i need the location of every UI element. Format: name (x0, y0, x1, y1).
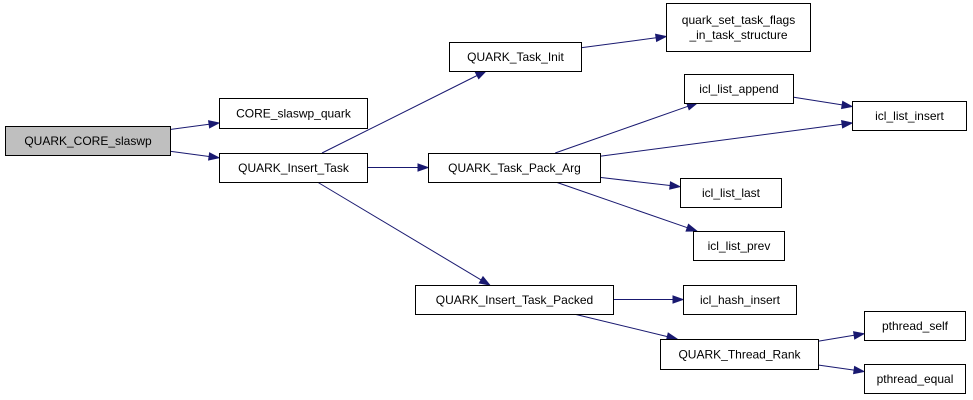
node-label: QUARK_CORE_slaswp (24, 134, 152, 148)
edge-icl_list_append-to-icl_list_insert (792, 96, 854, 110)
edge-line (317, 181, 482, 281)
node-label: icl_list_prev (708, 239, 771, 253)
node-label: QUARK_Task_Pack_Arg (448, 161, 581, 175)
edge-line (169, 150, 210, 157)
edge-arrowhead (672, 295, 685, 304)
edge-line (555, 181, 688, 229)
node-icl-list-last[interactable]: icl_list_last (680, 178, 782, 208)
edge-line (817, 364, 855, 371)
node-box[interactable] (864, 311, 966, 341)
edge-quark_core_slaswp-to-quark_insert_task (169, 150, 221, 161)
edge-quark_task_pack_arg-to-icl_list_append (555, 102, 699, 154)
node-box[interactable] (684, 74, 794, 104)
edge-line (599, 123, 843, 157)
edge-quark_thread_rank-to-pthread_self (817, 331, 866, 342)
edge-line (580, 37, 657, 49)
edge-arrowhead (853, 365, 866, 375)
node-quark-thread-rank[interactable]: QUARK_Thread_Rank (660, 339, 819, 370)
edge-quark_task_init-to-quark_set_task_flags (580, 33, 668, 49)
edge-quark_task_pack_arg-to-icl_list_prev (555, 181, 699, 232)
node-icl-list-prev[interactable]: icl_list_prev (693, 231, 785, 261)
node-label: icl_list_append (699, 82, 778, 96)
node-quark-insert-task-packed[interactable]: QUARK_Insert_Task_Packed (415, 285, 614, 315)
edge-line (321, 75, 478, 154)
edge-quark_insert_task_packed-to-icl_hash_insert (613, 295, 685, 304)
node-quark-insert-task[interactable]: QUARK_Insert_Task (219, 153, 368, 183)
edge-arrowhead (655, 33, 668, 43)
node-pthread-equal[interactable]: pthread_equal (864, 364, 966, 394)
node-label: icl_hash_insert (700, 293, 781, 307)
node-quark-core-slaswp[interactable]: QUARK_CORE_slaswp (5, 126, 171, 156)
node-icl-list-append[interactable]: icl_list_append (684, 74, 794, 104)
node-core-slaswp-quark[interactable]: CORE_slaswp_quark (219, 98, 368, 129)
edge-line (169, 123, 210, 130)
edge-arrowhead (669, 181, 682, 190)
node-box[interactable] (428, 153, 601, 183)
edge-arrowhead (478, 275, 491, 286)
node-box[interactable] (5, 126, 171, 156)
edge-line (792, 96, 843, 106)
node-icl-list-insert[interactable]: icl_list_insert (852, 101, 967, 131)
edge-quark_task_pack_arg-to-icl_list_insert (599, 120, 854, 157)
node-label: icl_list_last (702, 186, 761, 200)
edge-quark_insert_task_packed-to-quark_thread_rank (573, 313, 679, 341)
edge-quark_insert_task-to-quark_task_pack_arg (367, 163, 430, 172)
node-quark-set-task-flags[interactable]: quark_set_task_flags_in_task_structure (666, 3, 811, 52)
node-label: pthread_equal (877, 372, 954, 386)
edge-arrowhead (840, 100, 854, 110)
edge-arrowhead (417, 163, 430, 172)
node-box[interactable] (415, 285, 614, 315)
node-box[interactable] (666, 3, 811, 52)
edge-arrowhead (852, 331, 866, 340)
node-box[interactable] (852, 101, 967, 131)
edge-line (817, 334, 855, 342)
edge-line (599, 176, 671, 186)
edge-arrowhead (685, 223, 699, 232)
node-box[interactable] (864, 364, 966, 394)
edge-arrowhead (474, 70, 488, 80)
node-label: CORE_slaswp_quark (236, 107, 352, 121)
node-label: QUARK_Insert_Task (238, 161, 350, 175)
node-box[interactable] (660, 339, 819, 370)
node-box[interactable] (219, 98, 368, 129)
edge-quark_task_pack_arg-to-icl_list_last (599, 176, 682, 190)
node-box[interactable] (219, 153, 368, 183)
nodes-layer: QUARK_CORE_slaswpCORE_slaswp_quarkQUARK_… (5, 3, 967, 394)
node-quark-task-pack-arg[interactable]: QUARK_Task_Pack_Arg (428, 153, 601, 183)
node-label: quark_set_task_flags (682, 13, 795, 27)
node-label: QUARK_Thread_Rank (678, 348, 801, 362)
edge-quark_core_slaswp-to-core_slaswp_quark (169, 120, 221, 130)
edge-quark_insert_task-to-quark_insert_task_packed (317, 181, 491, 286)
node-box[interactable] (693, 231, 785, 261)
edge-quark_thread_rank-to-pthread_equal (817, 364, 866, 375)
node-box[interactable] (680, 178, 782, 208)
node-quark-task-init[interactable]: QUARK_Task_Init (449, 42, 582, 72)
node-label: pthread_self (882, 319, 949, 333)
node-box[interactable] (449, 42, 582, 72)
node-box[interactable] (683, 285, 797, 315)
node-icl-hash-insert[interactable]: icl_hash_insert (683, 285, 797, 315)
edge-arrowhead (208, 152, 221, 161)
node-label: QUARK_Task_Init (467, 50, 564, 64)
edge-line (573, 313, 668, 338)
edge-line (555, 105, 689, 154)
node-label: icl_list_insert (875, 109, 944, 123)
node-pthread-self[interactable]: pthread_self (864, 311, 966, 341)
node-label: _in_task_structure (688, 28, 787, 42)
edge-arrowhead (208, 120, 221, 129)
edge-arrowhead (841, 120, 854, 129)
node-label: QUARK_Insert_Task_Packed (436, 293, 593, 307)
